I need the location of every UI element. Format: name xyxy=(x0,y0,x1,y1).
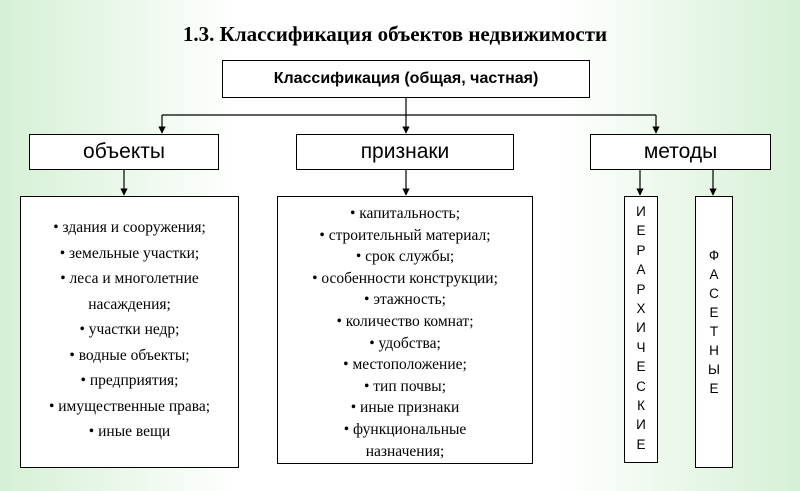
vertical-letter: Т xyxy=(709,324,719,339)
vertical-letter: Р xyxy=(636,281,646,297)
methods-header: методы xyxy=(590,134,771,170)
vertical-letter: К xyxy=(637,398,645,414)
vertical-letter: С xyxy=(636,378,646,394)
list-item: • строительный материал; xyxy=(319,226,491,244)
list-item: • леса и многолетние xyxy=(60,270,199,287)
vertical-letter: Е xyxy=(636,223,646,239)
vertical-letter: Н xyxy=(709,343,719,358)
root-classification-box: Классификация (общая, частная) xyxy=(222,60,590,98)
vertical-letter: Ч xyxy=(636,339,646,355)
list-item: • этажность; xyxy=(364,291,446,309)
vertical-letter: Х xyxy=(636,301,646,317)
list-item: • особенности конструкции; xyxy=(312,269,498,287)
vertical-letter: Р xyxy=(636,242,646,258)
list-item: • срок службы; xyxy=(355,248,455,266)
list-item: • иные признаки xyxy=(350,399,460,417)
vertical-letter: Ф xyxy=(708,248,720,263)
page-title: 1.3. Классификация объектов недвижимости xyxy=(182,22,608,46)
features-list: • капитальность; • строительный материал… xyxy=(277,196,533,464)
list-item: • водные объекты; xyxy=(69,346,190,364)
list-item: насаждения; xyxy=(88,295,171,313)
list-item: • здания и сооружения; xyxy=(53,219,206,236)
vertical-letter: И xyxy=(636,417,646,433)
list-item: • удобства; xyxy=(369,334,441,352)
vertical-letter: А xyxy=(709,267,719,282)
vertical-letter: И xyxy=(636,204,646,219)
list-item: • местоположение; xyxy=(343,356,467,374)
list-item: • количество комнат; xyxy=(336,312,474,330)
objects-header: объекты xyxy=(29,134,219,170)
objects-list: • здания и сооружения; • земельные участ… xyxy=(20,196,239,468)
list-item: • земельные участки; xyxy=(59,244,200,262)
hierarchical-method-box: И Е Р А Р Х И Ч Е С К И Е xyxy=(624,196,658,463)
vertical-letter: Ы xyxy=(708,362,720,377)
vertical-letter: И xyxy=(636,320,646,336)
list-item: назначения; xyxy=(365,442,445,460)
list-item: • предприятия; xyxy=(80,372,179,389)
list-item: • участки недр; xyxy=(79,321,180,338)
list-item: • тип почвы; xyxy=(363,377,447,395)
vertical-letter: А xyxy=(636,262,646,278)
list-item: • иные вещи xyxy=(88,423,171,440)
facet-method-box: Ф А С Е Т Н Ы Е xyxy=(695,196,733,468)
vertical-letter: Е xyxy=(709,305,719,320)
vertical-letter: Е xyxy=(709,381,719,396)
list-item: • функциональные xyxy=(343,420,467,438)
list-item: • имущественные права; xyxy=(48,397,211,415)
vertical-letter: Е xyxy=(636,359,646,375)
vertical-letter: С xyxy=(709,286,719,301)
vertical-letter: Е xyxy=(636,436,646,452)
list-item: • капитальность; xyxy=(349,205,461,222)
features-header: признаки xyxy=(296,134,514,170)
